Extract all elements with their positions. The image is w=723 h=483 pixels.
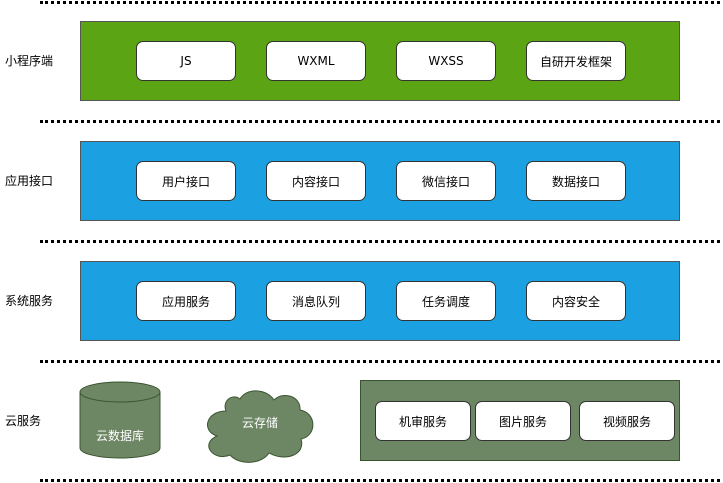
divider-2 [40,240,720,243]
mini-program-layer: JS WXML WXSS 自研开发框架 [80,21,680,101]
cloud-database-label: 云数据库 [95,428,144,443]
item-video-service: 视频服务 [579,401,675,441]
item-user-interface: 用户接口 [136,161,236,201]
row-label-cloud-service: 云服务 [5,414,42,428]
item-wechat-interface: 微信接口 [396,161,496,201]
item-wxss: WXSS [396,41,496,81]
item-custom-framework: 自研开发框架 [526,41,626,81]
item-wxml: WXML [266,41,366,81]
item-content-interface: 内容接口 [266,161,366,201]
row-label-system-service: 系统服务 [5,294,54,308]
divider-3 [40,360,720,363]
system-service-layer: 应用服务 消息队列 任务调度 内容安全 [80,261,680,341]
row-label-mini-program: 小程序端 [5,54,54,68]
item-task-scheduler: 任务调度 [396,281,496,321]
row-label-app-interface: 应用接口 [5,174,54,188]
item-image-service: 图片服务 [475,401,571,441]
divider-top [40,1,720,4]
cloud-storage-label: 云存储 [241,415,278,430]
database-cylinder-icon [79,381,161,459]
divider-1 [40,120,720,123]
item-content-security: 内容安全 [526,281,626,321]
item-app-service: 应用服务 [136,281,236,321]
cloud-storage-icon [207,390,314,463]
item-data-interface: 数据接口 [526,161,626,201]
cloud-service-panel: 机审服务 图片服务 视频服务 [360,380,680,461]
app-interface-layer: 用户接口 内容接口 微信接口 数据接口 [80,141,680,221]
item-js: JS [136,41,236,81]
item-message-queue: 消息队列 [266,281,366,321]
divider-bottom [40,479,720,482]
item-machine-review: 机审服务 [375,401,471,441]
